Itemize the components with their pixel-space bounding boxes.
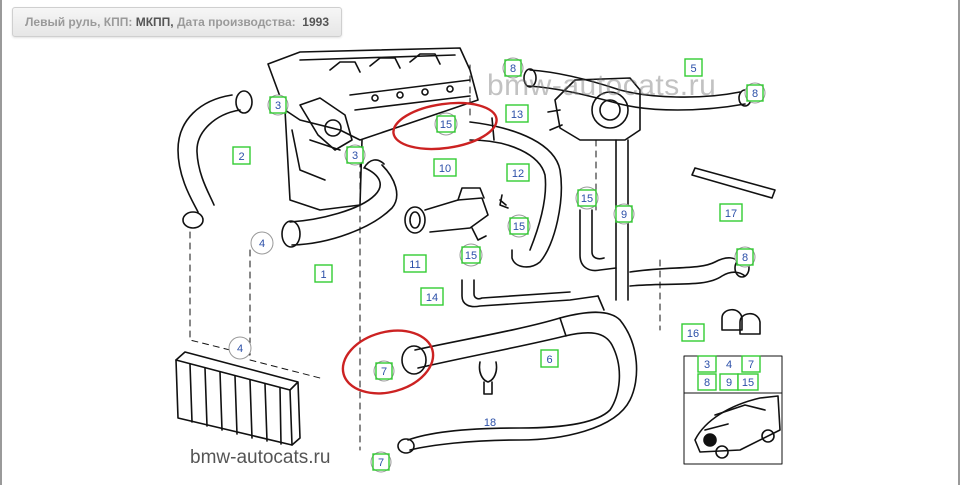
legend-15[interactable]: 15 <box>737 373 759 391</box>
hose-2 <box>177 90 253 229</box>
callout-8b[interactable]: 8 <box>744 82 766 104</box>
svg-text:3: 3 <box>352 150 358 162</box>
svg-text:15: 15 <box>440 119 452 131</box>
svg-text:8: 8 <box>742 252 748 264</box>
callout-1[interactable]: 1 <box>314 264 333 283</box>
svg-text:15: 15 <box>465 250 477 262</box>
svg-text:9: 9 <box>621 209 627 221</box>
callout-7a[interactable]: 7 <box>373 360 395 382</box>
hose-13 <box>469 117 563 268</box>
gearbox-value: МКПП, <box>135 15 174 29</box>
callout-10[interactable]: 10 <box>433 158 457 177</box>
callout-2[interactable]: 2 <box>232 146 251 165</box>
callout-3a[interactable]: 3 <box>267 94 289 116</box>
svg-text:1: 1 <box>320 269 326 281</box>
svg-text:15: 15 <box>513 221 525 233</box>
svg-text:9: 9 <box>726 377 732 389</box>
legend-8[interactable]: 8 <box>697 373 717 391</box>
hose-5 <box>523 68 752 111</box>
vehicle-info-bar: Левый руль, КПП: МКПП, Дата производства… <box>12 7 342 37</box>
callout-14[interactable]: 14 <box>420 287 444 306</box>
thermostat-housing <box>299 97 353 151</box>
callout-15c[interactable]: 15 <box>507 214 531 238</box>
legend-7[interactable]: 7 <box>741 355 761 373</box>
svg-text:7: 7 <box>381 366 387 378</box>
svg-text:13: 13 <box>511 109 523 121</box>
svg-text:3: 3 <box>275 100 281 112</box>
callout-11[interactable]: 11 <box>403 254 427 273</box>
svg-text:12: 12 <box>512 168 524 180</box>
svg-text:15: 15 <box>581 193 593 205</box>
svg-text:4: 4 <box>237 343 243 355</box>
valve-10 <box>404 187 509 241</box>
callout-8c[interactable]: 8 <box>734 246 756 268</box>
frame-right-border <box>958 0 960 485</box>
hose-8-right <box>629 257 750 287</box>
clamp-16 <box>721 308 761 335</box>
legend-3[interactable]: 3 <box>697 355 717 373</box>
svg-text:11: 11 <box>409 259 420 271</box>
callout-8a[interactable]: 8 <box>502 57 524 79</box>
strap-17 <box>691 167 776 199</box>
throttle-body <box>547 77 641 141</box>
frame-left-border <box>0 0 2 485</box>
svg-text:14: 14 <box>426 292 438 304</box>
svg-text:7: 7 <box>378 457 384 469</box>
steering-label: Левый руль, <box>25 15 101 29</box>
callout-15a[interactable]: 15 <box>434 112 458 136</box>
production-date-value: 1993 <box>302 15 329 29</box>
legend-4[interactable]: 4 <box>726 359 732 371</box>
svg-text:8: 8 <box>704 377 710 389</box>
svg-text:8: 8 <box>752 88 758 100</box>
svg-text:16: 16 <box>687 328 699 340</box>
watermark-top: bmw-autocats.ru <box>487 69 717 102</box>
callout-13[interactable]: 13 <box>505 104 529 123</box>
callout-17[interactable]: 17 <box>719 203 743 222</box>
callout-16[interactable]: 16 <box>681 323 705 342</box>
callout-5[interactable]: 5 <box>684 58 703 77</box>
svg-text:8: 8 <box>510 63 516 75</box>
svg-text:6: 6 <box>546 354 552 366</box>
legend-9[interactable]: 9 <box>719 373 739 391</box>
engine-block <box>267 47 479 211</box>
svg-text:3: 3 <box>704 359 710 371</box>
callout-18[interactable]: 18 <box>484 417 496 429</box>
production-date-label: Дата производства: <box>176 15 296 29</box>
hose-14 <box>461 279 599 308</box>
callout-7b[interactable]: 7 <box>370 451 392 473</box>
svg-text:7: 7 <box>748 359 754 371</box>
callout-6[interactable]: 6 <box>540 349 559 368</box>
callout-12[interactable]: 12 <box>506 163 530 182</box>
callout-4b[interactable]: 4 <box>228 336 252 360</box>
callout-15b[interactable]: 15 <box>575 186 599 210</box>
callout-9[interactable]: 9 <box>613 203 635 225</box>
watermark-bottom: bmw-autocats.ru <box>190 447 331 468</box>
callout-15d[interactable]: 15 <box>459 243 483 267</box>
callout-4a[interactable]: 4 <box>250 231 274 255</box>
callout-3b[interactable]: 3 <box>344 144 366 166</box>
clip-18 <box>478 361 498 395</box>
svg-text:10: 10 <box>439 163 451 175</box>
highlight-ring-7 <box>341 329 435 395</box>
hose-1 <box>281 159 398 248</box>
highlight-ring-15 <box>392 101 498 151</box>
svg-text:2: 2 <box>238 151 244 163</box>
svg-text:5: 5 <box>690 63 696 75</box>
svg-text:4: 4 <box>259 238 265 250</box>
radiator <box>175 351 301 446</box>
gearbox-label: КПП: <box>103 15 133 29</box>
svg-text:17: 17 <box>725 208 737 220</box>
svg-text:15: 15 <box>742 377 754 389</box>
vehicle-location-legend <box>683 355 783 465</box>
hose-6 <box>397 295 638 454</box>
